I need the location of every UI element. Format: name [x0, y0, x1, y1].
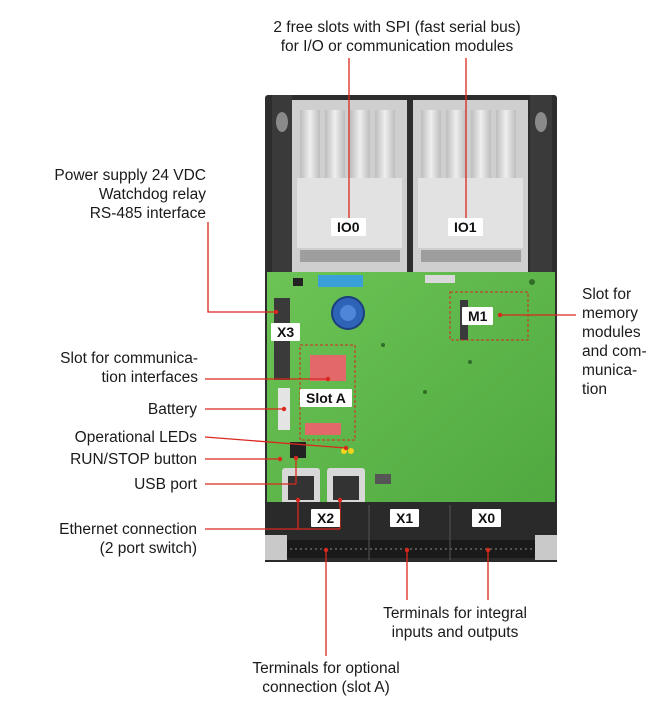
label-memory-slot: Slot for memory modules and com- munica-…	[582, 285, 670, 399]
mount-hole-left	[276, 112, 288, 132]
label-power-line-1: Power supply 24 VDC	[54, 167, 206, 184]
label-top-slots-line-2: for I/O or communication modules	[280, 38, 514, 55]
label-power-line-2: Watchdog relay	[98, 186, 206, 203]
label-integral-line-1: Terminals for integral	[383, 605, 527, 622]
label-optional-line-1: Terminals for optional	[252, 660, 400, 677]
tag-x3: X3	[271, 323, 301, 341]
run-stop-switch	[290, 442, 306, 458]
tag-x2: X2	[311, 509, 341, 527]
label-comm-slot-line-1: Slot for communica-	[60, 350, 198, 367]
label-comm-slot-line-2: tion interfaces	[101, 369, 199, 386]
label-optional-terminals: Terminals for optional connection (slot …	[210, 659, 442, 697]
label-memory-line-3: modules	[582, 324, 641, 341]
tag-x1: X1	[390, 509, 420, 527]
label-memory-line-4: and com-	[582, 343, 647, 360]
tag-io1: IO1	[448, 218, 483, 236]
tag-slot-a: Slot A	[300, 389, 352, 407]
label-comm-slot: Slot for communica- tion interfaces	[10, 349, 198, 387]
label-memory-line-6: tion	[582, 381, 607, 398]
label-power: Power supply 24 VDC Watchdog relay RS-48…	[20, 166, 206, 223]
ethernet-ports	[282, 468, 365, 504]
label-top-slots-line-1: 2 free slots with SPI (fast serial bus)	[273, 19, 521, 36]
label-usb: USB port	[134, 476, 197, 493]
led-2	[348, 448, 354, 454]
label-integral-terminals: Terminals for integral inputs and output…	[340, 604, 570, 642]
tag-m1: M1	[462, 307, 494, 325]
label-memory-line-5: munica-	[582, 362, 638, 379]
leader-leds	[204, 436, 347, 449]
mount-hole-right	[535, 112, 547, 132]
label-optional-line-2: connection (slot A)	[262, 679, 390, 696]
label-memory-line-2: memory	[582, 305, 638, 322]
label-memory-line-1: Slot for	[582, 286, 632, 303]
label-run-stop: RUN/STOP button	[70, 451, 197, 468]
leader-power	[207, 222, 276, 313]
label-ethernet-line-1: Ethernet connection	[59, 521, 197, 538]
label-battery: Battery	[147, 401, 197, 418]
tag-io0: IO0	[331, 218, 366, 236]
label-top-slots: 2 free slots with SPI (fast serial bus) …	[232, 18, 562, 56]
label-integral-line-2: inputs and outputs	[391, 624, 519, 641]
leader-lines	[204, 58, 576, 656]
io1-slot	[413, 100, 528, 275]
label-power-line-3: RS-485 interface	[89, 205, 206, 222]
tag-x0: X0	[472, 509, 502, 527]
label-leds: Operational LEDs	[74, 429, 197, 446]
m1-dashed-box	[449, 291, 529, 341]
label-ethernet-line-2: (2 port switch)	[99, 540, 197, 557]
label-ethernet: Ethernet connection (2 port switch)	[10, 520, 197, 558]
